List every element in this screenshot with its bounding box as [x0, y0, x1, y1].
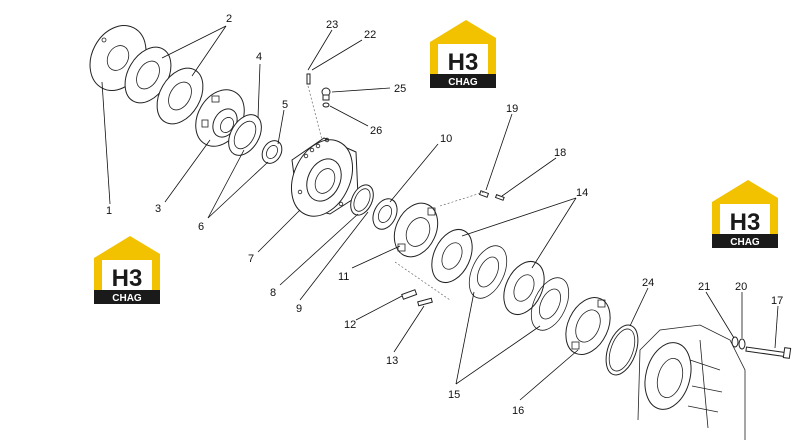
- callout-14: 14: [576, 187, 588, 199]
- callout-18: 18: [554, 147, 566, 159]
- part-25-26-bleeder: [321, 87, 331, 108]
- callout-5: 5: [282, 99, 288, 111]
- watermark-logo-word: CHAG: [730, 237, 760, 248]
- part-9-ring: [350, 184, 374, 216]
- watermark-logo-word: CHAG: [112, 293, 142, 304]
- part-2-washers: [124, 46, 204, 125]
- callout-21: 21: [698, 281, 710, 293]
- part-13-pin: [394, 261, 451, 307]
- part-14-friction-discs: [431, 229, 545, 315]
- leader-lines: [101, 25, 779, 401]
- part-24-o-ring: [605, 324, 639, 376]
- watermark-logo-letters: H3: [730, 209, 761, 236]
- callout-25: 25: [394, 83, 406, 95]
- callout-labels: 1 2 3 4 5 6 7 8 9 10 11 12 13 14 15 16 1…: [106, 13, 783, 417]
- part-7-housing: [291, 137, 359, 217]
- watermark-logo-right: H3 CHAG: [712, 180, 778, 248]
- callout-15: 15: [448, 389, 460, 401]
- callout-8: 8: [270, 287, 276, 299]
- part-20-21-washers: [731, 336, 746, 350]
- callout-19: 19: [506, 103, 518, 115]
- callout-1: 1: [106, 205, 112, 217]
- part-4-ring: [228, 114, 262, 156]
- callout-4: 4: [256, 51, 262, 63]
- callout-2: 2: [226, 13, 232, 25]
- part-15-steel-discs: [468, 245, 570, 331]
- callout-22: 22: [364, 29, 376, 41]
- callout-11: 11: [338, 271, 349, 283]
- part-6-seal: [261, 140, 283, 164]
- watermark-logo-top: H3 CHAG: [430, 20, 496, 88]
- callout-3: 3: [155, 203, 161, 215]
- part-16-backing-plate: [565, 297, 611, 355]
- callout-9: 9: [296, 303, 302, 315]
- callout-20: 20: [735, 281, 747, 293]
- callout-26: 26: [370, 125, 382, 137]
- part-12-spring: [401, 289, 418, 300]
- callout-16: 16: [512, 405, 524, 417]
- callout-7: 7: [248, 253, 254, 265]
- callout-24: 24: [642, 277, 654, 289]
- part-22-23-pins: [306, 73, 323, 141]
- callout-10: 10: [440, 133, 452, 145]
- watermark-logo-left: H3 CHAG: [94, 236, 160, 304]
- callout-6: 6: [198, 221, 204, 233]
- part-11-piston: [393, 202, 439, 258]
- watermark-logo-letters: H3: [448, 49, 479, 76]
- callout-13: 13: [386, 355, 398, 367]
- callout-23: 23: [326, 19, 338, 31]
- part-18-19-screws: [439, 190, 505, 207]
- part-3-hub: [195, 89, 245, 147]
- callout-17: 17: [771, 295, 783, 307]
- transmission-case: [637, 324, 746, 440]
- callout-12: 12: [344, 319, 356, 331]
- watermark-logo-letters: H3: [112, 265, 143, 292]
- part-17-bolt: [745, 346, 792, 359]
- watermark-logo-word: CHAG: [448, 77, 478, 88]
